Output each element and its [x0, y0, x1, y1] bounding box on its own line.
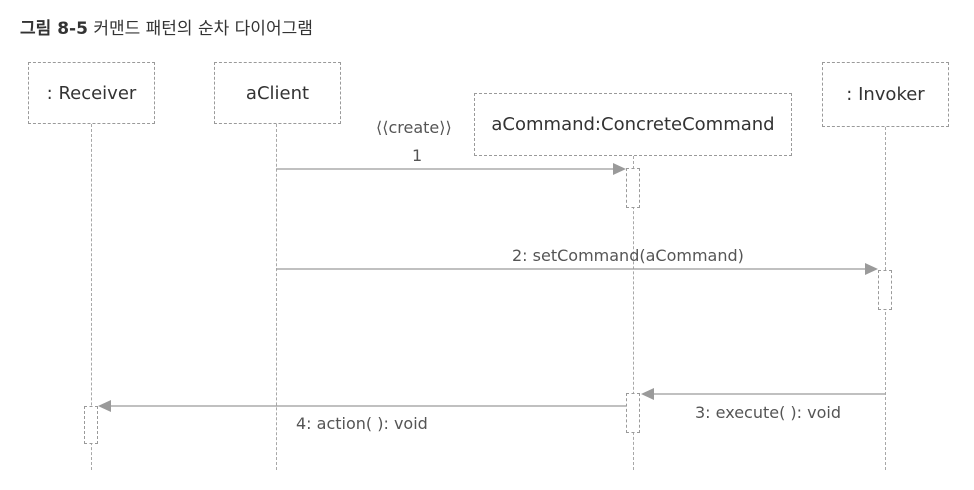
invoker-activation-set: [878, 270, 892, 310]
command-lifeline: [633, 156, 634, 470]
action-arrowhead: [98, 400, 111, 412]
command-activation-create: [626, 168, 640, 208]
create-number-label: 1: [412, 146, 423, 165]
command-object: aCommand:ConcreteCommand: [474, 93, 792, 156]
create-stereotype-label: ⟨⟨create⟩⟩: [376, 118, 452, 137]
command-activation-execute: [626, 393, 640, 433]
execute-arrowhead: [641, 388, 654, 400]
client-label: aClient: [245, 82, 310, 104]
receiver-lifeline: [91, 124, 92, 470]
create-arrowhead: [613, 163, 626, 175]
invoker-object: : Invoker: [822, 62, 949, 127]
receiver-activation-action: [84, 406, 98, 444]
client-object: aClient: [214, 62, 341, 124]
invoker-label: : Invoker: [846, 84, 925, 105]
receiver-object: : Receiver: [28, 62, 155, 124]
receiver-label: : Receiver: [46, 82, 137, 104]
execute-label: 3: execute( ): void: [695, 403, 841, 422]
figure-number: 그림 8-5: [20, 19, 88, 39]
action-label: 4: action( ): void: [296, 414, 428, 433]
client-lifeline: [276, 124, 277, 470]
set-command-label: 2: setCommand(aCommand): [512, 246, 744, 265]
figure-title: 커맨드 패턴의 순차 다이어그램: [93, 19, 313, 39]
figure-caption: 그림 8-5 커맨드 패턴의 순차 다이어그램: [20, 14, 313, 39]
set-command-arrowhead: [865, 263, 878, 275]
command-label: aCommand:ConcreteCommand: [491, 114, 775, 135]
